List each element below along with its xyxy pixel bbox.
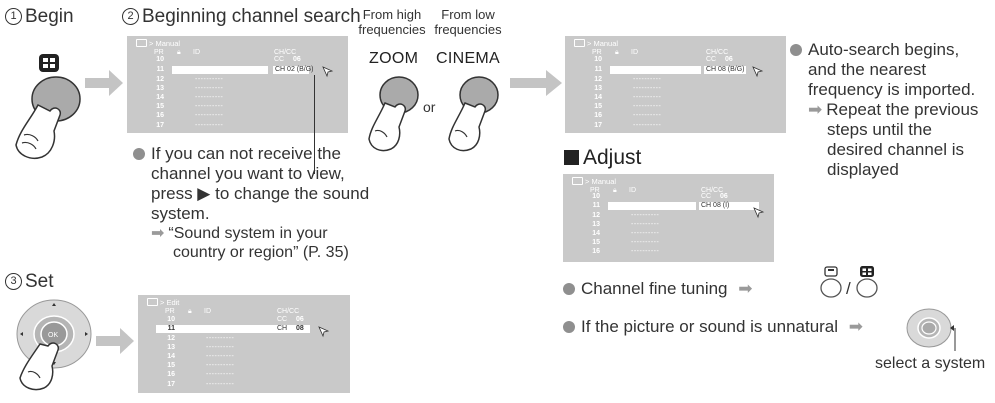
freq-low-label: From low frequencies [434, 7, 502, 37]
hand-press-cinema-icon [448, 76, 499, 152]
adjust-title: Adjust [564, 146, 641, 170]
table-row: 13---------- [167, 344, 235, 351]
lock-icon: 🔒︎ [613, 187, 617, 194]
hand-press-zoom-icon [368, 76, 419, 152]
table-row: 16---------- [592, 248, 660, 255]
col-id: ID [193, 49, 200, 56]
note-auto-search: Auto-search begins, and the nearest freq… [790, 40, 995, 180]
table-row: 14---------- [167, 353, 235, 360]
arrow-right-icon [85, 70, 123, 96]
arrow-right-icon [96, 328, 134, 354]
col-id: ID [629, 187, 636, 194]
table-row: 15---------- [594, 103, 662, 110]
bullet-icon [563, 321, 575, 333]
select-system-label: select a system [875, 355, 986, 372]
table-row: 16---------- [167, 371, 235, 378]
col-pr: PR [165, 308, 175, 315]
table-row: 17---------- [167, 381, 235, 388]
square-icon [564, 150, 579, 165]
hand-press-icon [15, 76, 81, 159]
col-chcc: CH/CC [277, 308, 300, 315]
tv-icon [147, 298, 158, 306]
table-row: 14---------- [592, 230, 660, 237]
guide-button-icon [820, 266, 842, 298]
reference-arrow-icon: ➡ [808, 100, 823, 119]
cursor-icon [318, 326, 330, 338]
ok-dpad-press-icon: OK [16, 299, 92, 391]
col-chcc: CH/CC [701, 187, 724, 194]
reference-arrow-icon: ➡ [848, 317, 864, 336]
menu-button-icon [856, 266, 878, 298]
col-chcc: CH/CC [706, 49, 729, 56]
svg-text:OK: OK [48, 332, 58, 339]
arrow-right-icon [510, 70, 562, 96]
table-row: 12---------- [594, 76, 662, 83]
fine-tuning-row: Channel fine tuning ➡ [563, 279, 757, 299]
tv-icon [136, 39, 147, 47]
reference-arrow-icon: ➡ [738, 279, 753, 298]
tv-icon [574, 39, 585, 47]
table-row: 17---------- [594, 122, 662, 129]
table-row: 12---------- [156, 76, 224, 83]
lock-icon: 🔒︎ [615, 49, 619, 56]
table-row: 16---------- [156, 112, 224, 119]
table-row: 12---------- [592, 212, 660, 219]
col-chcc: CH/CC [274, 49, 297, 56]
bullet-icon [790, 44, 802, 56]
cinema-button-label: CINEMA [436, 50, 501, 67]
lock-icon: 🔒︎ [177, 49, 181, 56]
slash-separator: / [846, 279, 851, 298]
cursor-icon [753, 207, 765, 219]
ok-dpad-icon [906, 308, 956, 351]
col-id: ID [204, 308, 211, 315]
cursor-icon [752, 66, 764, 78]
table-row: 13---------- [156, 85, 224, 92]
table-row: 16---------- [594, 112, 662, 119]
table-row-selected: 11 CH 08 [138, 325, 350, 333]
table-row: 17---------- [156, 122, 224, 129]
table-row: 12---------- [167, 335, 235, 342]
or-label: or [423, 99, 436, 115]
menu-icon [39, 54, 59, 72]
table-row: 13---------- [594, 85, 662, 92]
freq-high-label: From high frequencies [358, 7, 426, 37]
col-pr: PR [154, 49, 164, 56]
lock-icon: 🔒︎ [188, 308, 192, 315]
cursor-icon [322, 66, 334, 78]
bullet-icon [133, 148, 145, 160]
bullet-icon [563, 283, 575, 295]
col-pr: PR [592, 49, 602, 56]
table-row: 15---------- [156, 103, 224, 110]
note-sound-system: If you can not receive the channel you w… [133, 144, 403, 262]
zoom-button-label: ZOOM [369, 50, 419, 67]
table-row: 15---------- [167, 362, 235, 369]
unnatural-row: If the picture or sound is unnatural ➡ [563, 317, 867, 337]
tv-icon [572, 177, 583, 185]
table-row: 14---------- [156, 94, 224, 101]
col-pr: PR [590, 187, 600, 194]
table-row: 14---------- [594, 94, 662, 101]
reference-arrow-icon: ➡ [151, 225, 165, 242]
col-id: ID [631, 49, 638, 56]
table-row: 15---------- [592, 239, 660, 246]
table-row: 13---------- [592, 221, 660, 228]
pointer-line [314, 75, 315, 174]
